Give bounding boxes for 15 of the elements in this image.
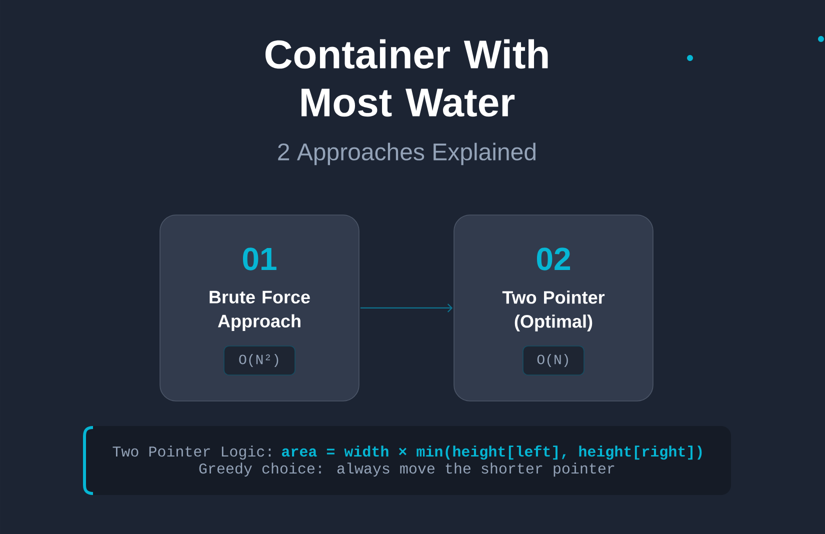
card-title: Two Pointer (Optimal) — [502, 290, 605, 332]
formula: area = width × min(height[left], height[right]) — [282, 445, 702, 460]
info-panel — [83, 426, 731, 495]
step-number: 02 — [536, 248, 570, 270]
card — [454, 214, 654, 402]
complexity-badge: O(N) — [522, 346, 584, 376]
complexity-badge: O(N²) — [224, 346, 296, 376]
subtitle: 2 Approaches Explained — [278, 142, 536, 166]
step-number: 01 — [242, 248, 276, 270]
title: Container With Most Water — [266, 39, 548, 117]
card — [160, 214, 360, 402]
card-title: Brute Force Approach — [210, 290, 310, 332]
logic-label: Two Pointer Logic: — [112, 446, 271, 460]
note-text: Greedy choice: always move the shorter pointer — [199, 462, 614, 477]
arrow — [360, 304, 453, 312]
